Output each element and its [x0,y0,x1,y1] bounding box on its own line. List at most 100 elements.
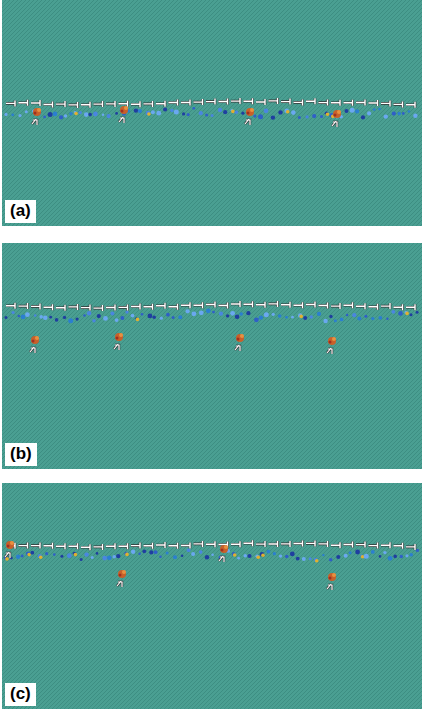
atom [25,312,30,317]
dislocation-symbol [131,543,140,549]
atom [256,555,260,559]
atom [191,552,195,556]
dislocation-symbol [169,304,178,310]
atom [74,553,78,557]
atom [235,315,240,320]
dislocation-symbol [319,541,328,547]
atom [344,554,348,558]
dislocation-symbol [281,302,290,308]
defect-cluster [245,108,254,125]
dislocation-symbol [319,100,328,106]
atom [21,555,24,558]
atom [350,108,355,113]
dislocation-symbol [156,303,165,309]
atom [384,114,388,118]
dislocation-symbol [256,541,265,547]
atom [329,315,332,318]
simulation-panel: (b) [2,243,422,469]
atom [325,111,329,115]
dislocation-symbol [231,98,240,104]
dislocation-symbol [144,101,153,107]
atom [299,315,303,319]
atom [181,555,184,558]
dislocation-symbol [31,303,40,309]
dislocation-symbol [106,101,115,107]
atom [178,315,182,319]
atom [349,551,352,554]
dislocation-symbol [81,544,90,550]
atom [138,553,140,555]
dislocation-symbol [206,302,215,308]
atom [49,316,52,319]
dislocation-symbol [119,543,128,549]
atom [110,311,114,315]
atom [43,116,46,119]
dislocation-symbol [106,543,115,549]
atom [174,109,179,114]
defect-cluster [114,333,123,350]
atom [378,108,381,111]
atom [18,114,21,117]
atom [60,555,63,558]
atom [59,115,63,119]
dislocation-symbol [356,100,365,106]
simulation-panel: (a) [2,0,422,226]
atom [379,555,382,558]
dislocation-symbol [169,100,178,106]
dislocation-symbol [331,542,340,548]
dislocation-symbol [381,542,390,548]
dislocation-symbol [219,99,228,105]
atom [218,108,222,112]
atom [352,313,356,317]
atom [371,317,374,320]
atom [290,552,295,557]
lattice [2,0,422,226]
atom [5,557,9,561]
atom [141,313,144,316]
dislocation-symbol [19,303,28,309]
atom [80,558,83,561]
simulation-panel: (c) [2,483,422,709]
dislocation-symbol [44,304,53,310]
atom [182,112,185,115]
defect-cluster [219,545,228,562]
atom [192,311,197,316]
atom [48,112,53,117]
dislocation-symbol [369,100,378,106]
atom [74,112,78,116]
atom [87,311,91,315]
atom [271,115,275,119]
atom [64,114,67,117]
dislocation-symbol [131,304,140,310]
atom [38,554,42,558]
atom [298,116,301,119]
atom [39,315,43,319]
atomistic-snapshot [2,483,422,709]
atom [149,550,153,554]
atom [159,556,161,558]
atom [199,310,204,315]
atom [405,312,409,316]
atom [152,316,156,320]
atom [336,555,340,559]
defect-cluster [327,337,336,354]
atom [170,109,173,112]
atom [211,114,214,117]
atom [211,554,214,557]
dislocation-symbol [44,543,53,549]
atom [247,554,251,558]
atom [12,311,15,314]
dislocation-symbol [6,303,15,309]
atom [285,316,288,319]
atom [320,115,323,118]
dislocation-symbol [294,302,303,308]
atom [147,112,151,116]
atom [329,558,333,562]
atom [357,317,361,321]
atom [63,316,66,319]
dislocation-symbol [269,541,278,547]
atom [138,109,142,113]
atom [192,107,195,110]
atom [223,110,227,114]
atom [151,110,155,114]
